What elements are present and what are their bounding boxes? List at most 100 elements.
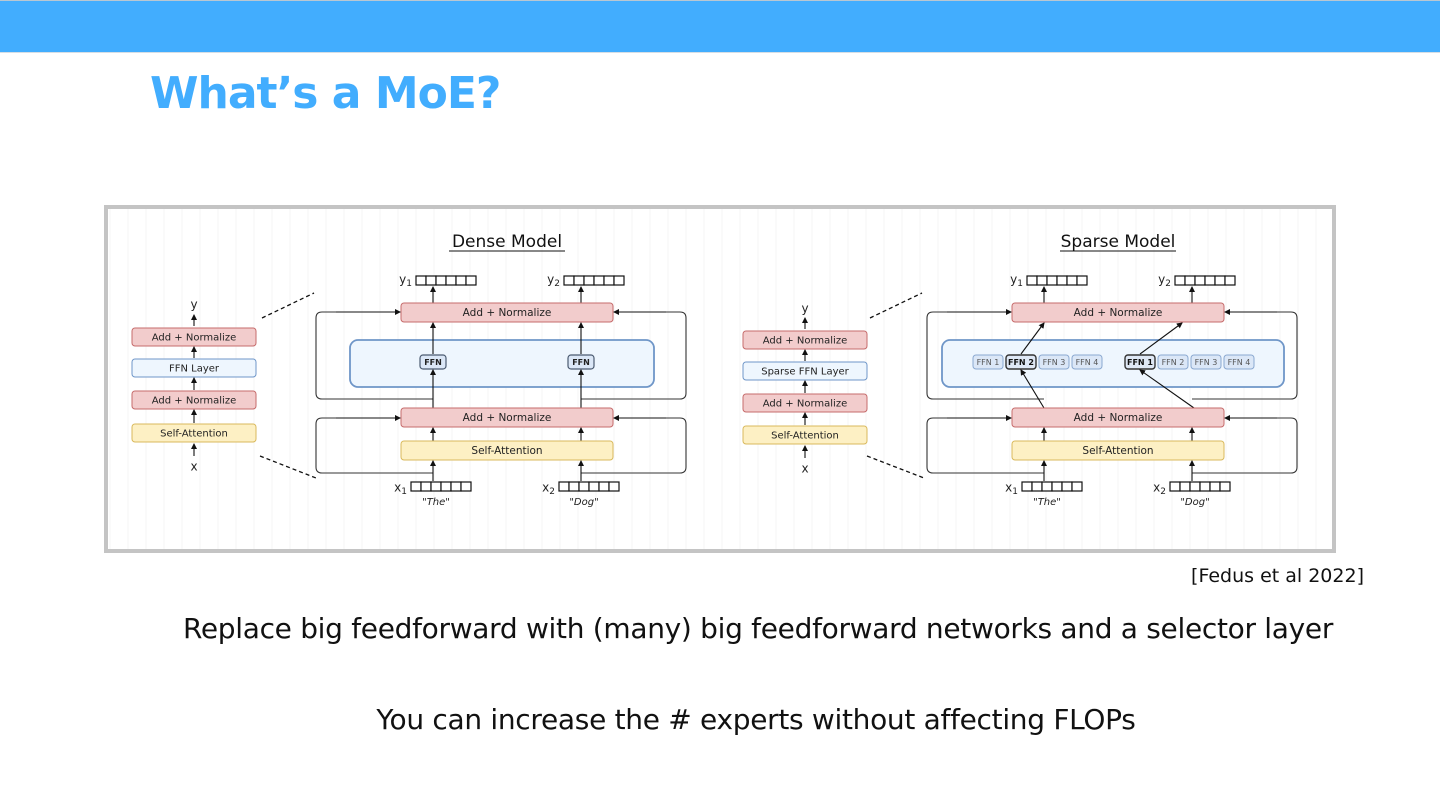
dense-output-2-vector-cell <box>583 275 595 286</box>
sparse-stack-addnorm-top-label: Add + Normalize <box>763 336 847 347</box>
dense-output-1-vector-cell <box>465 275 477 286</box>
dense-output-1-vector-cell <box>415 275 427 286</box>
sparse-input-1-vector-cell <box>1051 481 1063 492</box>
sparse-residual-bottom-left <box>926 417 1044 474</box>
sparse-stack-addnorm-bottom-label: Add + Normalize <box>763 399 847 410</box>
sparse-group-1-expert-3 <box>1038 354 1070 370</box>
sparse-stack-attention <box>742 425 868 445</box>
sparse-stack-input-label: x <box>801 462 808 476</box>
dense-output-1-vector-cell <box>445 275 457 286</box>
sparse-group-1-expert-2-label: FFN 2 <box>1008 358 1034 367</box>
dense-residual-top-left <box>315 311 433 400</box>
sparse-input-2-vector-cell <box>1219 481 1231 492</box>
sparse-route-out-arrow <box>1020 322 1045 355</box>
dense-input-2-vector-cell <box>588 481 600 492</box>
dense-stack-addnorm-bottom-label: Add + Normalize <box>152 396 236 407</box>
sparse-input-2-vector-cell <box>1209 481 1221 492</box>
dense-output-2-vector-cell <box>563 275 575 286</box>
sparse-output-1-vector-cell <box>1066 275 1078 286</box>
slide-title: What’s a MoE? <box>150 68 501 119</box>
dense-output-1-label-subscript: 1 <box>406 279 412 289</box>
dense-ffn-container <box>349 339 655 388</box>
dense-title: Dense Model <box>452 232 562 252</box>
sparse-token-1: "The" <box>1033 497 1061 508</box>
sparse-output-1-label: y1 <box>1010 273 1023 289</box>
sparse-input-1-label: x1 <box>1005 481 1018 497</box>
sparse-input-2-label: x2 <box>1153 481 1166 497</box>
sparse-output-1-vector-cell <box>1036 275 1048 286</box>
dense-output-2-vector-cell <box>603 275 615 286</box>
sparse-group-2-expert-4-label: FFN 4 <box>1228 358 1251 367</box>
dense-input-2-vector-cell <box>578 481 590 492</box>
sparse-zoom-dashline-bottom <box>866 455 925 479</box>
dense-input-2-vector-cell <box>568 481 580 492</box>
sparse-output-1-vector-cell <box>1046 275 1058 286</box>
sparse-residual-bottom-right <box>1192 417 1298 474</box>
dense-output-1-vector-cell <box>435 275 447 286</box>
dense-stack-input-label: x <box>190 460 197 474</box>
sparse-output-2-vector-cell <box>1224 275 1236 286</box>
dense-output-1-label: y1 <box>399 273 412 289</box>
dense-self-attention-label: Self-Attention <box>471 445 542 457</box>
dense-output-1-vector-cell <box>425 275 437 286</box>
sparse-stack-attention-label: Self-Attention <box>771 431 839 442</box>
dense-output-2-label-subscript: 2 <box>554 279 560 289</box>
sparse-input-2-vector-cell <box>1169 481 1181 492</box>
dense-input-2-vector-cell <box>598 481 610 492</box>
sparse-residual-top-left <box>926 311 1044 400</box>
dense-ffn-1-label: FFN <box>424 358 442 367</box>
sparse-input-1-vector-cell <box>1031 481 1043 492</box>
sparse-output-2-vector-cell <box>1194 275 1206 286</box>
sparse-output-2-label: y2 <box>1158 273 1171 289</box>
sparse-input-2-label-subscript: 2 <box>1160 487 1166 497</box>
dense-input-1-vector-cell <box>440 481 452 492</box>
dense-output-2-label: y2 <box>547 273 560 289</box>
sparse-group-1-expert-1-label: FFN 1 <box>977 358 1000 367</box>
dense-input-1-vector-cell <box>460 481 472 492</box>
sparse-output-2-vector-cell <box>1174 275 1186 286</box>
sparse-group-2-expert-3-label: FFN 3 <box>1195 358 1218 367</box>
sparse-input-1-vector-cell <box>1071 481 1083 492</box>
dense-stack-addnorm-top-label: Add + Normalize <box>152 333 236 344</box>
dense-token-1: "The" <box>422 497 450 508</box>
dense-input-1-vector-cell <box>430 481 442 492</box>
dense-input-1-label-subscript: 1 <box>401 487 407 497</box>
dense-residual-bottom-right <box>581 417 687 474</box>
sparse-input-1-vector-cell <box>1061 481 1073 492</box>
citation: [Fedus et al 2022] <box>1191 565 1364 587</box>
sparse-group-2-expert-1 <box>1124 354 1156 370</box>
sparse-group-1-expert-3-label: FFN 3 <box>1043 358 1066 367</box>
dense-input-1-label: x1 <box>394 481 407 497</box>
sparse-output-2-vector-cell <box>1204 275 1216 286</box>
sparse-route-in-arrow <box>1139 369 1195 409</box>
dense-addnorm-top-label: Add + Normalize <box>463 307 552 319</box>
sparse-group-2-expert-4 <box>1223 354 1255 370</box>
sparse-output-2-vector-cell <box>1214 275 1226 286</box>
bullet-2: You can increase the # experts without a… <box>376 703 1136 736</box>
sparse-residual-top-right <box>1192 311 1298 400</box>
sparse-input-1-vector-cell <box>1021 481 1033 492</box>
sparse-route-out-arrow <box>1139 322 1183 355</box>
dense-input-2-label-subscript: 2 <box>549 487 555 497</box>
dense-input-2-vector-cell <box>558 481 570 492</box>
sparse-group-1-expert-2 <box>1005 354 1037 370</box>
sparse-input-2-vector-cell <box>1179 481 1191 492</box>
dense-residual-top-right <box>581 311 687 400</box>
dense-ffn-2-label: FFN <box>572 358 590 367</box>
sparse-input-1-label-subscript: 1 <box>1012 487 1018 497</box>
sparse-token-2: "Dog" <box>1180 497 1209 508</box>
sparse-output-1-vector-cell <box>1056 275 1068 286</box>
dense-residual-bottom-left <box>315 417 433 474</box>
sparse-group-2-expert-1-label: FFN 1 <box>1127 358 1153 367</box>
sparse-stack-output-label: y <box>801 302 808 316</box>
sparse-stack-ffn-label: Sparse FFN Layer <box>761 367 849 378</box>
sparse-group-1-expert-1 <box>972 354 1004 370</box>
dense-input-2-label: x2 <box>542 481 555 497</box>
sparse-group-1-expert-4-label: FFN 4 <box>1076 358 1099 367</box>
dense-zoom-dashline-top <box>261 292 315 319</box>
sparse-ffn-container <box>941 339 1285 388</box>
dense-input-2-vector-cell <box>608 481 620 492</box>
sparse-self-attention <box>1011 440 1225 461</box>
